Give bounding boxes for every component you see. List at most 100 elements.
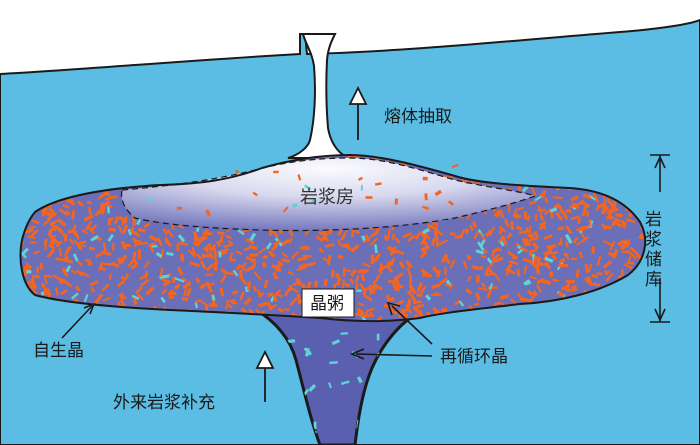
crystal-grain [536,277,545,285]
crystal-grain [344,282,351,288]
crystal-grain [284,290,289,297]
crystal-grain [118,293,125,301]
crystal-grain [376,333,380,341]
crystal-grain [55,240,63,248]
crystal-grain [75,285,81,292]
crystal-grain [402,231,413,239]
crystal-grain [331,269,335,278]
crystal-grain [498,227,503,235]
crystal-grain [112,242,115,251]
crystal-grain [166,228,174,238]
crystal-grain [58,247,63,257]
crystal-grain [220,268,229,275]
crystal-grain [513,212,520,220]
crystal-grain [234,169,240,174]
crystal-grain [296,266,306,272]
crystal-grain [533,256,537,265]
crystal-grain [130,263,138,270]
crystal-grain [565,209,572,213]
magma-reservoir-label: 岩浆储库 [641,210,662,290]
crystal-grain [623,262,633,270]
crystal-grain [407,298,412,307]
crystal-grain [266,292,274,298]
crystal-grain [398,261,406,269]
crystal-grain [205,263,215,272]
crystal-grain [549,271,553,277]
crystal-grain [162,227,169,236]
crystal-grain [541,222,547,230]
crystal-grain [235,250,243,256]
crystal-grain [363,294,373,302]
crystal-grain [80,244,87,248]
crystal-grain [559,237,563,246]
crystal-grain [473,230,480,240]
antecryst-pointer-icon [349,301,433,360]
crystal-grain [148,234,159,242]
crystal-grain [43,243,48,250]
crystal-grain [164,236,170,243]
crystal-grain [32,288,39,297]
crystal-grain [106,203,113,208]
crystal-grain [539,261,550,268]
crystal-grain [251,257,257,264]
crystal-grain [313,421,317,430]
crystal-grain [194,298,202,304]
crystal-grain [580,232,587,241]
crystal-grain [440,253,449,264]
crystal-grain [127,260,134,268]
crystal-grain [498,236,504,244]
crystal-grain [373,280,376,290]
crystal-grain [199,260,207,270]
crystal-grain [132,251,137,260]
crystal-grain [408,292,417,303]
crystal-grain [104,190,111,197]
crystal-grain [71,209,76,220]
crystal-grain [458,300,465,307]
crystal-grain [484,229,493,237]
crystal-grain [52,274,60,280]
crystal-grain [454,234,464,239]
crystal-grain [296,293,302,302]
crystal-grain [203,228,209,235]
crystal-grain [466,254,472,261]
crystal-grain [176,243,180,251]
crystal-grain [89,280,99,287]
crystal-grain [529,232,533,239]
crystal-grain [62,267,68,276]
crystal-grain [273,273,279,280]
crystal-grain [506,270,510,276]
crystal-grain [571,285,577,289]
crystal-grain [36,266,39,273]
crystal-grain [369,311,375,318]
crystal-grain [247,281,251,291]
crystal-grain [412,299,422,305]
crystal-grain [302,254,312,258]
crystal-grain [419,250,428,259]
crystal-grain [621,268,624,277]
crystal-grain [586,210,590,217]
crystal-grain [444,282,452,288]
crystal-grain [200,281,210,288]
crystal-grain [591,246,596,254]
crystal-grain [615,213,623,218]
crystal-grain [405,260,413,269]
crystal-grain [475,249,485,255]
crystal-grain [70,292,79,300]
crystal-grain [205,209,211,217]
crystal-grain [181,296,189,302]
crystal-grain [47,207,58,217]
crystal-grain [565,225,573,235]
crystal-grain [305,261,317,267]
crystal-grain [265,242,272,250]
crystal-grain [548,250,559,256]
crystal-grain [602,260,613,269]
crystal-grain [365,307,375,313]
crystal-grain [109,195,118,199]
crystal-grain [627,255,632,264]
crystal-grain [159,274,170,279]
crystal-grain [73,253,79,262]
crystal-grain [185,280,192,287]
crystal-grain [289,296,298,307]
crystal-grain [606,215,614,220]
